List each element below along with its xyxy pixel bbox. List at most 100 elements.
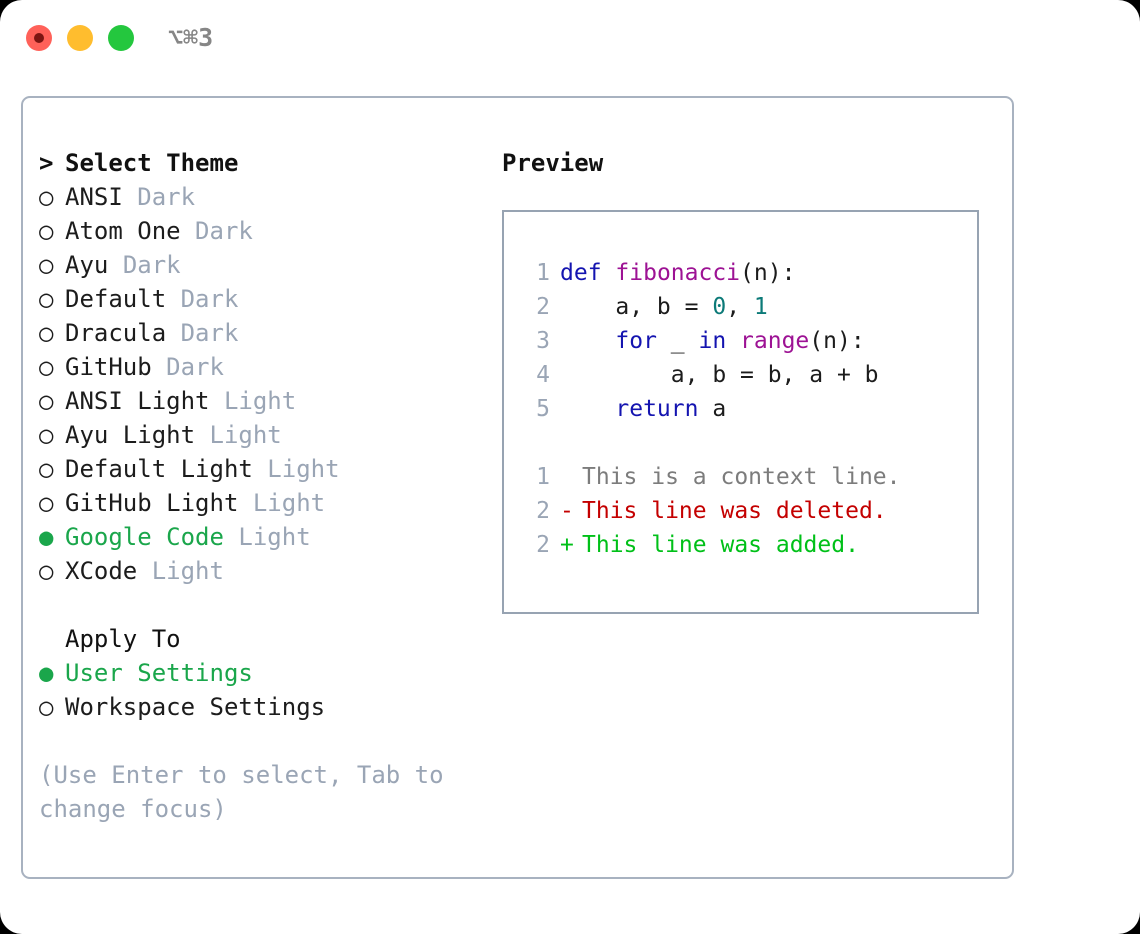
theme-name: XCode bbox=[65, 557, 138, 585]
code-token-pl: , bbox=[726, 294, 754, 320]
theme-list-item[interactable]: ○Default Light Light bbox=[39, 452, 489, 486]
code-token-num: 1 bbox=[753, 294, 768, 320]
theme-name: ANSI bbox=[65, 183, 123, 211]
theme-name: Dracula bbox=[65, 319, 167, 347]
radio-selected-icon: ● bbox=[39, 659, 54, 687]
radio-unselected-icon: ○ bbox=[39, 217, 54, 245]
theme-name: Default bbox=[65, 285, 167, 313]
line-number: 2 bbox=[536, 294, 550, 320]
theme-list: ○ ANSI Dark ○ Atom One Dark ○ Ayu Dark ○ Defaul… bbox=[39, 180, 489, 588]
code-token-pl bbox=[726, 328, 740, 354]
theme-list-item[interactable]: ○ ANSI Light Light bbox=[39, 384, 489, 418]
code-token-fn: fibonacci bbox=[615, 260, 741, 286]
diff-sign: - bbox=[560, 498, 574, 524]
line-number: 2 bbox=[536, 532, 550, 558]
radio-unselected-icon: ○ bbox=[39, 353, 54, 381]
theme-list-item[interactable]: ○ XCode Light bbox=[39, 554, 489, 588]
code-token-pl bbox=[602, 260, 616, 286]
diff-text: This line was added. bbox=[582, 532, 859, 558]
apply-to-item[interactable]: ○Workspace Settings bbox=[39, 690, 489, 724]
diff-sign bbox=[560, 460, 582, 494]
apply-to-label: User Settings bbox=[65, 659, 253, 687]
theme-list-item[interactable]: ○ GitHub Light Light bbox=[39, 486, 489, 520]
code-line: 5 return a bbox=[522, 392, 977, 426]
theme-variant-tag: Dark bbox=[137, 183, 196, 211]
theme-list-item[interactable]: ○Dracula Dark bbox=[39, 316, 489, 350]
theme-name: Default Light bbox=[65, 455, 253, 483]
theme-variant-tag: Light bbox=[151, 557, 224, 585]
apply-to-title: Apply To bbox=[65, 625, 181, 653]
radio-unselected-icon: ○ bbox=[39, 251, 54, 279]
close-dot-icon bbox=[34, 33, 44, 43]
diff-line-del: 2-This line was deleted. bbox=[522, 494, 977, 528]
radio-unselected-icon: ○ bbox=[39, 557, 54, 585]
radio-unselected-icon: ○ bbox=[39, 183, 54, 211]
apply-to-item[interactable]: ● User Settings bbox=[39, 656, 489, 690]
code-token-kw: return bbox=[615, 396, 699, 422]
theme-list-item[interactable]: ○ Default Dark bbox=[39, 282, 489, 316]
code-token-pl bbox=[560, 328, 615, 354]
code-token-kw: def bbox=[560, 260, 602, 286]
preview-title: Preview bbox=[502, 149, 604, 177]
line-number: 1 bbox=[536, 464, 550, 490]
theme-variant-tag: Light bbox=[252, 489, 326, 517]
theme-variant-tag: Dark bbox=[180, 285, 239, 313]
apply-to-caret-icon: > bbox=[39, 622, 65, 656]
diff-line-add: 2 + This line was added. bbox=[522, 528, 977, 562]
diff-sample: 1 This is a context line.2-This line was… bbox=[522, 460, 977, 562]
theme-list-item[interactable]: ○ Ayu Light Light bbox=[39, 418, 489, 452]
diff-text: This is a context line. bbox=[582, 464, 901, 490]
code-diff-separator bbox=[522, 426, 977, 460]
theme-name: Ayu Light bbox=[65, 421, 196, 449]
theme-name: ANSI Light bbox=[65, 387, 210, 415]
focus-caret-icon: > bbox=[39, 149, 54, 177]
code-line: 4 a, b = b, a + b bbox=[522, 358, 977, 392]
radio-unselected-icon: ○ bbox=[39, 387, 54, 415]
theme-picker-column: > Select Theme ○ ANSI Dark ○ Atom One Dark ○ A… bbox=[39, 146, 489, 826]
theme-name: GitHub bbox=[65, 353, 152, 381]
minimize-button-icon[interactable] bbox=[67, 25, 93, 51]
apply-to-label: Workspace Settings bbox=[65, 693, 326, 721]
theme-list-item[interactable]: ○ Ayu Dark bbox=[39, 248, 489, 282]
theme-variant-tag: Dark bbox=[122, 251, 181, 279]
zoom-button-icon[interactable] bbox=[108, 25, 134, 51]
theme-name: Atom One bbox=[65, 217, 181, 245]
theme-variant-tag: Light bbox=[209, 421, 282, 449]
title-bar: ⌥⌘3 bbox=[0, 0, 1140, 78]
line-number: 5 bbox=[536, 396, 550, 422]
theme-list-item[interactable]: ○ GitHub Dark bbox=[39, 350, 489, 384]
theme-list-item[interactable]: ○ Atom One Dark bbox=[39, 214, 489, 248]
code-token-pl: (n): bbox=[740, 260, 796, 286]
code-token-pl: a bbox=[698, 396, 727, 422]
theme-list-item[interactable]: ●Google Code Light bbox=[39, 520, 489, 554]
diff-sign: + bbox=[560, 532, 574, 558]
apply-to-list: ● User Settings ○Workspace Settings bbox=[39, 656, 489, 724]
radio-unselected-icon: ○ bbox=[39, 455, 54, 483]
theme-variant-tag: Dark bbox=[166, 353, 224, 381]
traffic-lights bbox=[26, 25, 134, 51]
theme-name: Ayu bbox=[65, 251, 109, 279]
theme-variant-tag: Dark bbox=[195, 217, 253, 245]
line-number: 2 bbox=[536, 498, 550, 524]
close-button-icon[interactable] bbox=[26, 25, 52, 51]
code-token-num: 0 bbox=[712, 294, 727, 320]
theme-variant-tag: Dark bbox=[180, 319, 239, 347]
radio-unselected-icon: ○ bbox=[39, 489, 54, 517]
theme-variant-tag: Light bbox=[223, 387, 297, 415]
content-panel: > Select Theme ○ ANSI Dark ○ Atom One Dark ○ A… bbox=[21, 96, 1014, 879]
theme-list-item[interactable]: ○ ANSI Dark bbox=[39, 180, 489, 214]
diff-line-ctx: 1 This is a context line. bbox=[522, 460, 977, 494]
radio-unselected-icon: ○ bbox=[39, 285, 54, 313]
list-spacer bbox=[39, 588, 489, 622]
apply-to-header: >Apply To bbox=[39, 622, 489, 656]
keyboard-shortcut-label: ⌥⌘3 bbox=[168, 23, 214, 52]
code-token-pl: a, b = bbox=[560, 294, 713, 320]
radio-unselected-icon: ○ bbox=[39, 421, 54, 449]
theme-name: GitHub Light bbox=[65, 489, 239, 517]
select-theme-title: Select Theme bbox=[65, 149, 239, 177]
theme-variant-tag: Light bbox=[238, 523, 311, 551]
